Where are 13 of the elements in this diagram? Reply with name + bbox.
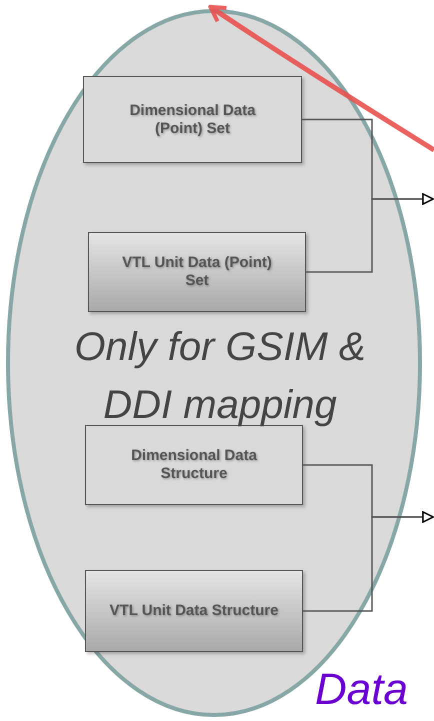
class-box bbox=[83, 76, 302, 163]
connector-arrow bbox=[306, 193, 434, 273]
note-text: Only for GSIM & DDI mapping bbox=[73, 324, 367, 429]
box-label: VTL Unit Data (Point) Set bbox=[121, 254, 273, 290]
class-box bbox=[85, 425, 303, 505]
class-box bbox=[88, 232, 306, 312]
corner-label: Data bbox=[315, 668, 408, 712]
box-label: VTL Unit Data Structure bbox=[110, 602, 278, 620]
box-label: Dimensional Data (Point) Set bbox=[128, 102, 256, 138]
connector-arrow bbox=[303, 511, 434, 612]
box-label: Dimensional Data Structure bbox=[130, 447, 258, 483]
scope-ellipse bbox=[5, 8, 423, 718]
class-box bbox=[85, 570, 303, 652]
